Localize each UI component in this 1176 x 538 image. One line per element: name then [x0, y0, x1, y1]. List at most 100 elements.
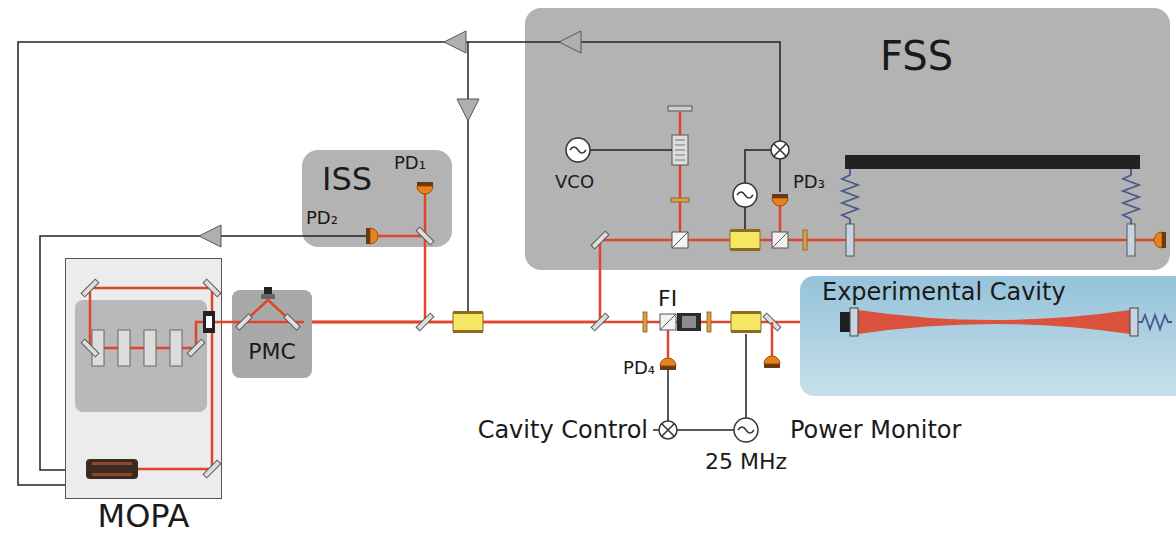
fss-internals — [842, 169, 858, 224]
beam-line-components — [667, 330, 670, 358]
mopa-internals — [86, 459, 138, 479]
fss-internals — [600, 112, 1154, 270]
feedback-wire — [40, 236, 302, 470]
fss-internals — [566, 138, 590, 162]
mopa-internals — [203, 311, 215, 333]
feedback-wiring — [559, 31, 581, 53]
beam-line-components — [653, 334, 746, 430]
frequency-label: 25 MHz — [705, 450, 787, 474]
pmc-internals — [261, 294, 275, 299]
component-label: Power Monitor — [790, 417, 961, 443]
cavity-internals — [858, 310, 1130, 334]
beam-line-components — [453, 313, 483, 331]
beam-line-components — [660, 358, 676, 370]
iss-internals — [416, 227, 434, 245]
cavity-internals — [840, 308, 1172, 336]
fss-internals — [846, 224, 854, 256]
fss-internals — [772, 194, 788, 206]
block-title: FSS — [880, 34, 953, 78]
pmc-internals — [284, 314, 300, 330]
beam-line-components — [453, 311, 483, 314]
feedback-wiring — [525, 42, 780, 141]
fss-internals — [671, 198, 689, 202]
fss-internals — [675, 140, 685, 160]
fss-internals — [730, 248, 760, 251]
fss-internals — [772, 198, 788, 206]
beam-line-components — [764, 364, 780, 368]
component-label: FI — [658, 287, 677, 311]
mopa-internals — [92, 462, 132, 465]
iss-internals — [417, 182, 433, 194]
mopa-internals — [75, 300, 207, 412]
mopa-internals — [170, 330, 182, 366]
beam-path — [312, 321, 800, 324]
iss-internals — [199, 182, 434, 247]
block-title: MOPA — [66, 499, 221, 533]
mopa-internals — [206, 316, 212, 328]
component-label: PD₁ — [394, 153, 426, 173]
fss-internals — [772, 194, 788, 198]
beam-line-components — [764, 356, 780, 364]
signal-label: Cavity Control — [478, 417, 648, 443]
beam-line-components — [738, 427, 754, 433]
iss-internals — [378, 194, 425, 247]
iss-internals — [370, 228, 378, 244]
beam-line-components — [677, 313, 701, 331]
iss-internals — [366, 228, 378, 244]
fss-internals — [771, 141, 789, 159]
feedback-wire — [18, 42, 525, 485]
beam-line-components — [662, 424, 674, 436]
iss-internals — [417, 186, 433, 194]
beam-line-components — [731, 330, 761, 333]
beam-line-components — [659, 421, 677, 439]
beam-line-components — [731, 311, 761, 314]
beam-line-components — [453, 330, 483, 333]
fss-internals — [733, 183, 757, 207]
beam-path — [312, 247, 425, 322]
component-label: VCO — [555, 172, 594, 192]
beam-line-components — [764, 356, 780, 368]
fss-internals — [1162, 232, 1166, 248]
mopa-internals — [118, 330, 130, 366]
fss-internals — [730, 231, 760, 249]
mopa-internals — [92, 473, 132, 476]
beam-line-components — [771, 322, 774, 356]
fss-internals — [1127, 224, 1135, 256]
beam-line-components — [660, 314, 676, 330]
feedback-wiring — [467, 42, 469, 312]
cavity-internals — [850, 308, 858, 336]
beam-line-components — [643, 312, 647, 332]
pmc-internals — [264, 287, 272, 294]
beam-line-components — [682, 316, 696, 328]
beam-path — [222, 321, 232, 324]
pmc-internals — [236, 314, 252, 330]
fss-internals — [1154, 232, 1166, 248]
fss-internals — [672, 232, 688, 248]
beam-line-components — [416, 313, 434, 331]
fss-internals — [845, 155, 1140, 169]
iss-internals — [302, 235, 366, 237]
beam-line-components — [416, 311, 781, 442]
component-label: PD₃ — [793, 172, 825, 192]
mopa-internals — [203, 460, 221, 478]
component-label: PD₄ — [623, 358, 655, 378]
fss-internals — [730, 229, 760, 232]
beam-line-components — [707, 312, 711, 332]
beam-line-components — [660, 366, 676, 370]
feedback-wiring — [444, 31, 780, 312]
mopa-internals — [90, 288, 222, 469]
beam-line-components — [591, 313, 609, 331]
cavity-internals — [840, 312, 850, 332]
fss-internals — [1123, 169, 1139, 224]
mopa-internals — [75, 279, 222, 479]
iss-internals — [417, 182, 433, 186]
mopa-internals — [187, 339, 205, 357]
fss-internals — [570, 147, 586, 153]
fss-internals — [668, 106, 692, 111]
mopa-internals — [81, 279, 99, 297]
fss-internals — [590, 149, 672, 151]
fss-internals — [803, 230, 807, 250]
